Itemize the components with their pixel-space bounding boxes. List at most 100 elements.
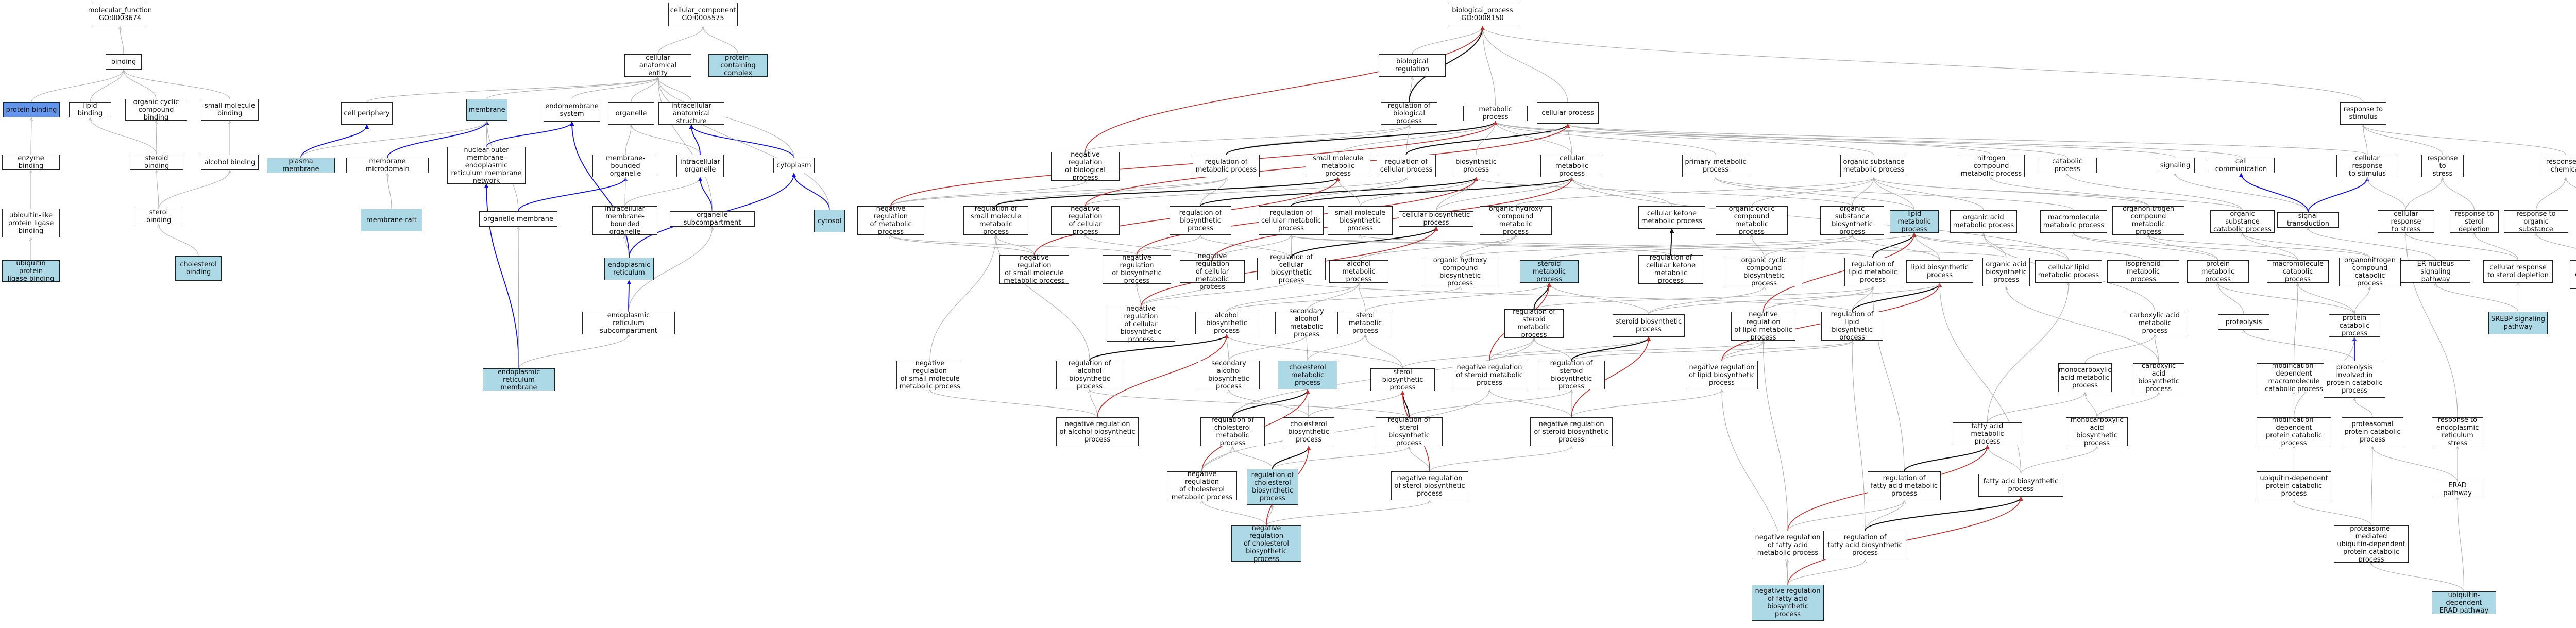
go-term-response-to-stimulus[interactable]: response to stimulus [2340,102,2386,125]
go-term-reg-lipid-metabolic[interactable]: regulation of lipid metabolic process [1844,258,1901,286]
go-term-proteasome-mediated[interactable]: proteasome-mediated ubiquitin-dependent … [2334,525,2409,564]
go-term-secondary-alcohol-metabolic[interactable]: secondary alcohol metabolic process [1275,308,1338,338]
go-term-neg-reg-fatty-acid-biosynthetic[interactable]: negative regulation of fatty acid biosyn… [1752,585,1824,621]
go-term-organic-substance-metabolic[interactable]: organic substance metabolic process [1840,155,1907,177]
go-term-er-nucleus-signaling[interactable]: ER-nucleus signaling pathway [2401,260,2470,283]
go-term-er-membrane[interactable]: endoplasmic reticulum membrane [483,368,555,392]
go-term-organic-acid-metabolic[interactable]: organic acid metabolic process [1950,210,2017,233]
go-term-signal-transduction[interactable]: signal transduction [2277,212,2339,228]
go-term-reg-cholesterol-metabolic[interactable]: regulation of cholesterol metabolic proc… [1200,416,1265,447]
go-term-negative-reg-cellular-process[interactable]: negative regulation of cellular process [1051,205,1120,236]
go-term-cellular-response-sterol[interactable]: cellular response to sterol depletion [2483,260,2553,283]
go-term-biological-process[interactable]: biological_process GO:0008150 [1448,3,1517,26]
go-term-er-subcompartment[interactable]: endoplasmic reticulum subcompartment [582,312,675,335]
go-term-fatty-acid-biosynthetic[interactable]: fatty acid biosynthetic process [1978,474,2063,497]
go-term-macromolecule-catabolic[interactable]: macromolecule catabolic process [2267,260,2329,283]
go-term-carboxylic-acid-biosynthetic[interactable]: carboxylic acid biosynthetic process [2133,362,2184,393]
go-term-response-to-chemical[interactable]: response to chemical [2543,155,2576,177]
go-term-reg-small-molecule-metabolic[interactable]: regulation of small molecule metabolic p… [963,205,1028,236]
go-term-membrane[interactable]: membrane [466,99,507,121]
go-term-lipid-biosynthetic[interactable]: lipid biosynthetic process [1906,260,1973,283]
go-term-steroid-binding[interactable]: steroid binding [130,155,183,170]
go-term-cholesterol-biosynthetic[interactable]: cholesterol biosynthetic process [1283,417,1334,446]
go-term-organic-acid-biosynthetic[interactable]: organic acid biosynthetic process [1982,258,2030,286]
go-term-ubiquitin-dependent-erad[interactable]: ubiquitin-dependent ERAD pathway [2432,591,2496,615]
go-term-metabolic-process[interactable]: metabolic process [1463,106,1528,121]
go-term-steroid-metabolic[interactable]: steroid metabolic process [1520,260,1579,283]
go-term-cellular-ketone-metabolic[interactable]: cellular ketone metabolic process [1638,206,1705,229]
go-term-reg-steroid-metabolic[interactable]: regulation of steroid metabolic process [1504,308,1564,339]
go-term-protein-metabolic[interactable]: protein metabolic process [2187,260,2249,283]
go-term-cytosol[interactable]: cytosol [814,210,845,232]
go-term-steroid-biosynthetic[interactable]: steroid biosynthetic process [1613,314,1685,337]
go-term-erad-pathway[interactable]: ERAD pathway [2432,482,2483,497]
go-term-reg-fatty-acid-biosynthetic[interactable]: regulation of fatty acid biosynthetic pr… [1824,531,1906,559]
go-term-modification-dependent-catabolic[interactable]: modification-dependent macromolecule cat… [2257,362,2331,393]
go-term-biological-regulation[interactable]: biological regulation [1379,54,1446,77]
go-term-organic-hydroxy-metabolic[interactable]: organic hydroxy compound metabolic proce… [1480,205,1552,236]
go-term-organelle-membrane[interactable]: organelle membrane [479,211,557,227]
go-term-isoprenoid-metabolic[interactable]: isoprenoid metabolic process [2107,260,2179,283]
go-term-modification-dependent-protein[interactable]: modification-dependent protein catabolic… [2257,416,2331,447]
go-term-sterol-metabolic[interactable]: sterol metabolic process [1340,312,1391,335]
go-term-cellular-component[interactable]: cellular_component GO:0005575 [668,3,738,26]
go-term-protein-binding[interactable]: protein binding [3,102,60,117]
go-term-lipid-binding[interactable]: lipid binding [69,102,111,117]
go-term-proteolysis[interactable]: proteolysis [2218,314,2269,330]
go-term-organelle[interactable]: organelle [608,102,654,125]
go-term-reg-fatty-acid-metabolic[interactable]: regulation of fatty acid metabolic proce… [1868,471,1941,500]
go-term-secondary-alcohol-biosynthetic[interactable]: secondary alcohol biosynthetic process [1198,360,1260,391]
go-term-neg-reg-biosynthetic[interactable]: negative regulation of biosynthetic proc… [1103,254,1171,285]
go-term-cellular-response-organonitrogen[interactable]: response to organonitrogen compound [2570,260,2576,289]
go-term-small-molecule-metabolic-process[interactable]: small molecule metabolic process [1306,155,1370,178]
go-term-neg-reg-small-molecule-metabolic[interactable]: negative regulation of small molecule me… [999,254,1069,285]
go-term-response-to-organic-substance[interactable]: response to organic substance [2504,210,2568,233]
go-term-cholesterol-binding[interactable]: cholesterol binding [175,256,222,281]
go-term-organonitrogen-catabolic[interactable]: organonitrogen compound catabolic proces… [2339,257,2401,287]
go-term-catabolic-process[interactable]: catabolic process [2038,158,2097,173]
go-term-neg-reg-fatty-acid-metabolic[interactable]: negative regulation of fatty acid metabo… [1752,531,1824,559]
go-term-intracellular-anatomical[interactable]: intracellular anatomical structure [658,102,724,125]
go-term-reg-cellular-biosynthetic[interactable]: regulation of cellular biosynthetic proc… [1257,253,1326,284]
go-term-reg-steroid-biosynthetic[interactable]: regulation of steroid biosynthetic proce… [1538,360,1605,391]
go-term-small-molecule-biosynthetic[interactable]: small molecule biosynthetic process [1328,206,1393,235]
go-term-negative-reg-biological-process[interactable]: negative regulation of biological proces… [1051,151,1120,182]
go-term-reg-cellular-metabolic[interactable]: regulation of cellular metabolic process [1259,206,1324,235]
go-term-ubiquitin-like-binding[interactable]: ubiquitin-like protein ligase binding [2,209,60,237]
go-term-organic-cyclic-metabolic[interactable]: organic cyclic compound metabolic proces… [1716,205,1788,236]
go-term-organonitrogen-metabolic[interactable]: organonitrogen compound metabolic proces… [2112,205,2184,236]
go-term-reg-alcohol-biosynthetic[interactable]: regulation of alcohol biosynthetic proce… [1056,360,1123,391]
go-term-cell-communication[interactable]: cell communication [2208,158,2275,173]
go-term-negative-reg-metabolic-process[interactable]: negative regulation of metabolic process [857,205,924,236]
go-term-organic-substance-biosynthetic[interactable]: organic substance biosynthetic process [1820,205,1884,236]
go-term-neg-reg-steroid-biosynthetic[interactable]: negative regulation of steroid biosynthe… [1530,417,1613,446]
go-term-protein-catabolic[interactable]: protein catabolic process [2329,314,2380,337]
go-term-organic-hydroxy-biosynthetic[interactable]: organic hydroxy compound biosynthetic pr… [1422,257,1498,287]
go-term-nuclear-outer-membrane[interactable]: nuclear outer membrane-endoplasmic retic… [447,146,526,185]
go-term-monocarboxylic-acid-metabolic[interactable]: monocarboxylic acid metabolic process [2058,363,2112,392]
go-term-neg-reg-sterol-biosynthetic[interactable]: negative regulation of sterol biosynthet… [1391,471,1468,500]
go-term-alcohol-biosynthetic[interactable]: alcohol biosynthetic process [1195,312,1258,335]
go-term-proteolysis-catabolic[interactable]: proteolysis involved in protein cataboli… [2324,361,2385,398]
go-term-binding[interactable]: binding [106,54,142,70]
go-term-carboxylic-acid-metabolic[interactable]: carboxylic acid metabolic process [2123,312,2187,335]
go-term-cellular-lipid-metabolic[interactable]: cellular lipid metabolic process [2035,260,2102,283]
go-term-small-molecule-binding[interactable]: small molecule binding [201,99,259,121]
go-term-cellular-response-to-stimulus[interactable]: cellular response to stimulus [2336,155,2398,178]
go-term-neg-reg-cholesterol-metabolic[interactable]: negative regulation of cholesterol metab… [1167,470,1237,501]
go-term-reg-lipid-biosynthetic[interactable]: regulation of lipid biosynthetic process [1821,311,1883,342]
go-term-regulation-of-cellular-process[interactable]: regulation of cellular process [1377,155,1436,177]
go-term-organic-cyclic-biosynthetic[interactable]: organic cyclic compound biosynthetic pro… [1726,257,1802,287]
go-term-neg-reg-lipid-metabolic[interactable]: negative regulation of lipid metabolic p… [1731,311,1795,342]
go-term-response-to-sterol-depletion[interactable]: response to sterol depletion [2450,210,2499,233]
go-term-organic-substance-catabolic[interactable]: organic substance catabolic process [2210,210,2275,233]
go-term-cytoplasm[interactable]: cytoplasm [773,158,815,173]
go-term-reg-cellular-ketone[interactable]: regulation of cellular ketone metabolic … [1638,254,1703,285]
go-term-protein-containing-complex[interactable]: protein-containing complex [708,54,768,77]
go-term-organic-cyclic-binding[interactable]: organic cyclic compound binding [125,98,187,122]
go-term-endomembrane-system[interactable]: endomembrane system [544,99,600,122]
go-term-organelle-subcompartment[interactable]: organelle subcompartment [670,211,755,227]
go-term-neg-reg-lipid-biosynthetic[interactable]: negative regulation of lipid biosyntheti… [1686,361,1758,389]
go-term-membrane-bounded-organelle[interactable]: membrane-bounded organelle [592,155,658,178]
go-term-regulation-of-biological-process[interactable]: regulation of biological process [1381,102,1437,125]
